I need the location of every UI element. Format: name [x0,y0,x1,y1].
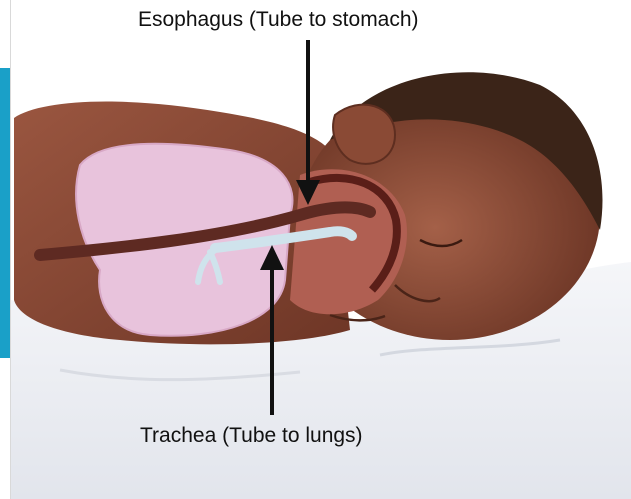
esophagus-label: Esophagus (Tube to stomach) [138,8,419,32]
arrow-down-icon [296,40,320,205]
trachea-label: Trachea (Tube to lungs) [140,424,363,448]
